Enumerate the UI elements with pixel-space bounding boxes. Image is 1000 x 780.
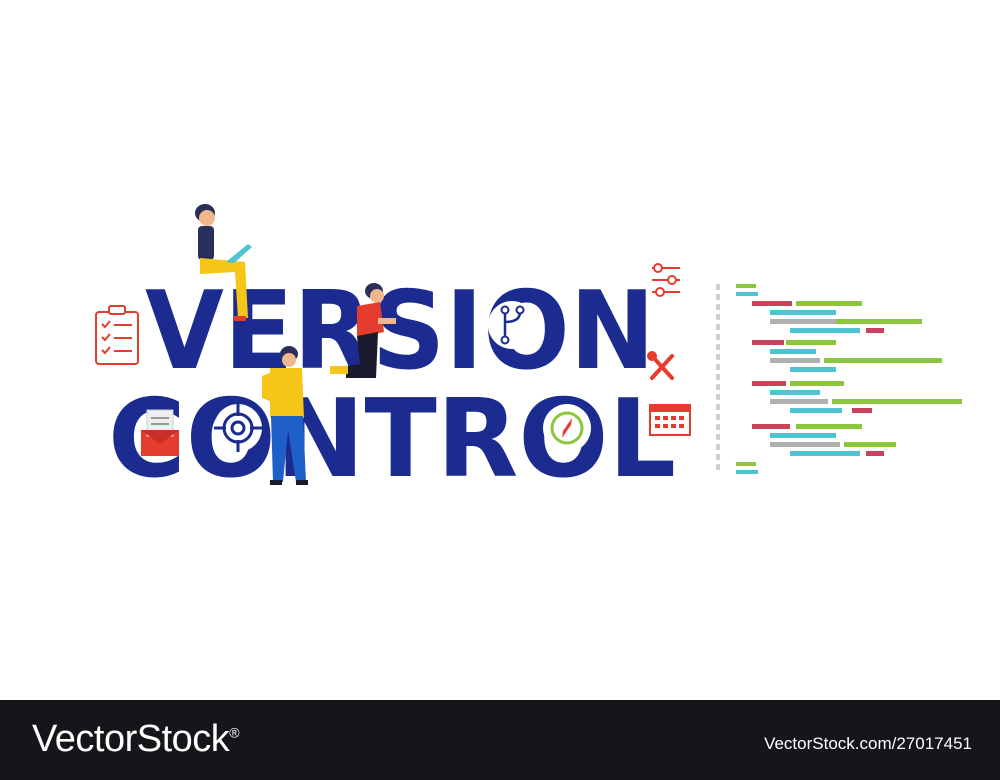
compass-icon bbox=[543, 404, 591, 452]
target-icon bbox=[214, 404, 262, 452]
headline-control: CONTROL bbox=[108, 377, 676, 502]
vectorstock-logo: VectorStock® bbox=[32, 718, 240, 760]
calendar-icon bbox=[649, 404, 691, 436]
version-control-illustration: VERSION CONTROL bbox=[95, 204, 962, 502]
watermark-footer: VectorStock® VectorStock.com/27017451 bbox=[0, 700, 1000, 780]
person-with-laptop bbox=[195, 204, 252, 321]
clipboard-checklist-icon bbox=[95, 305, 139, 365]
person-kneeling bbox=[330, 283, 396, 378]
wrench-screwdriver-icon bbox=[647, 351, 674, 380]
code-line-numbers bbox=[716, 284, 720, 470]
image-id-label: VectorStock.com/27017451 bbox=[764, 734, 972, 753]
git-branch-icon bbox=[488, 301, 536, 349]
headline-version: VERSION bbox=[145, 269, 655, 394]
code-lines bbox=[736, 284, 962, 474]
person-standing bbox=[262, 346, 308, 485]
settings-sliders-icon bbox=[652, 263, 680, 297]
envelope-icon bbox=[141, 409, 179, 456]
